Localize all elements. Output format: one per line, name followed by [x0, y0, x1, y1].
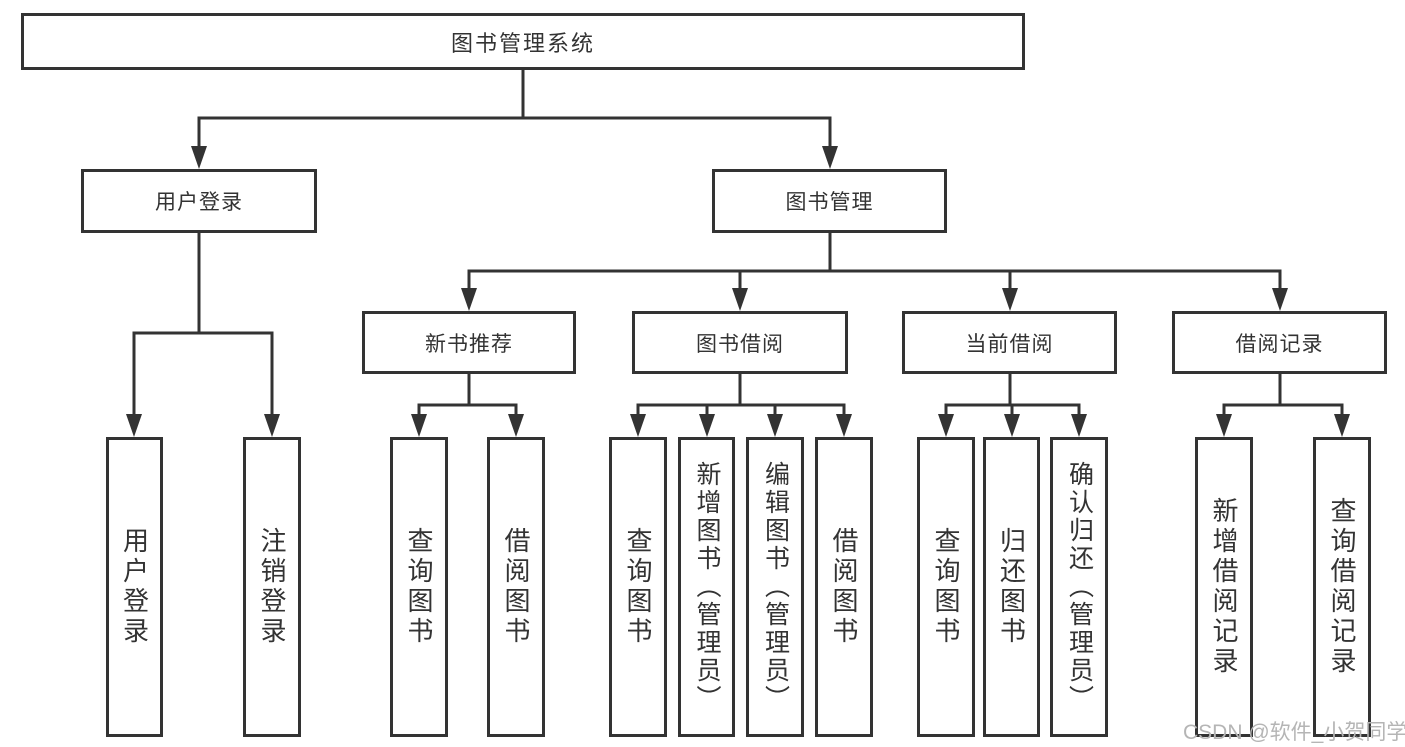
edge-current-borrow-bus [944, 374, 1081, 420]
edge-book-management-bus [467, 233, 1282, 294]
leaf-add-books-admin-label: 新增图书（管理员） [693, 461, 721, 713]
leaf-add-borrow-record: 新增借阅记录 [1195, 437, 1253, 737]
node-new-book-recommend: 新书推荐 [362, 311, 576, 374]
edge-new-book-recommend-bus [417, 374, 518, 420]
leaf-edit-books-admin-label: 编辑图书（管理员） [761, 461, 790, 713]
watermark-text: CSDN @软件_小贺同学 [1183, 721, 1405, 744]
leaf-return-books-label: 归还图书 [996, 527, 1027, 647]
leaf-borrow-books-label: 借阅图书 [829, 527, 859, 647]
leaf-query-books-borrow: 查询图书 [609, 437, 667, 737]
node-book-management: 图书管理 [712, 169, 947, 233]
leaf-logout-label: 注销登录 [257, 527, 287, 647]
node-book-borrow-label: 图书借阅 [696, 332, 784, 356]
node-book-borrow: 图书借阅 [632, 311, 848, 374]
node-user-login-label: 用户登录 [155, 191, 243, 214]
leaf-return-books: 归还图书 [983, 437, 1040, 737]
arrowheads [126, 146, 1350, 437]
leaf-query-books-current-label: 查询图书 [931, 527, 961, 647]
edge-root-bus [197, 69, 832, 152]
edge-user-login-bus [132, 233, 274, 420]
leaf-confirm-return-admin-label: 确认归还（管理员） [1065, 461, 1094, 713]
leaf-edit-books-admin: 编辑图书（管理员） [746, 437, 804, 737]
edge-book-borrow-bus [636, 374, 846, 420]
leaf-borrow-books: 借阅图书 [815, 437, 873, 737]
node-current-borrow: 当前借阅 [902, 311, 1117, 374]
leaf-query-books-recommend: 查询图书 [390, 437, 448, 737]
leaf-user-login: 用户登录 [106, 437, 163, 737]
node-new-book-recommend-label: 新书推荐 [425, 332, 513, 356]
leaf-logout: 注销登录 [243, 437, 301, 737]
leaf-confirm-return-admin: 确认归还（管理员） [1050, 437, 1108, 737]
leaf-query-borrow-record-label: 查询借阅记录 [1327, 497, 1357, 677]
leaf-query-books-current: 查询图书 [917, 437, 975, 737]
leaf-user-login-label: 用户登录 [119, 527, 150, 647]
leaf-query-books-recommend-label: 查询图书 [404, 527, 434, 647]
edge-borrow-records-bus [1222, 374, 1344, 420]
leaf-borrow-books-recommend-label: 借阅图书 [501, 527, 531, 647]
leaf-add-books-admin: 新增图书（管理员） [678, 437, 735, 737]
node-root: 图书管理系统 [21, 13, 1025, 70]
leaf-borrow-books-recommend: 借阅图书 [487, 437, 545, 737]
node-user-login: 用户登录 [81, 169, 317, 233]
leaf-query-books-borrow-label: 查询图书 [623, 527, 653, 647]
node-borrow-records: 借阅记录 [1172, 311, 1387, 374]
node-current-borrow-label: 当前借阅 [965, 332, 1054, 356]
node-borrow-records-label: 借阅记录 [1235, 332, 1324, 356]
node-root-label: 图书管理系统 [450, 30, 595, 56]
node-book-management-label: 图书管理 [785, 191, 874, 214]
leaf-add-borrow-record-label: 新增借阅记录 [1209, 497, 1239, 677]
leaf-query-borrow-record: 查询借阅记录 [1313, 437, 1371, 737]
